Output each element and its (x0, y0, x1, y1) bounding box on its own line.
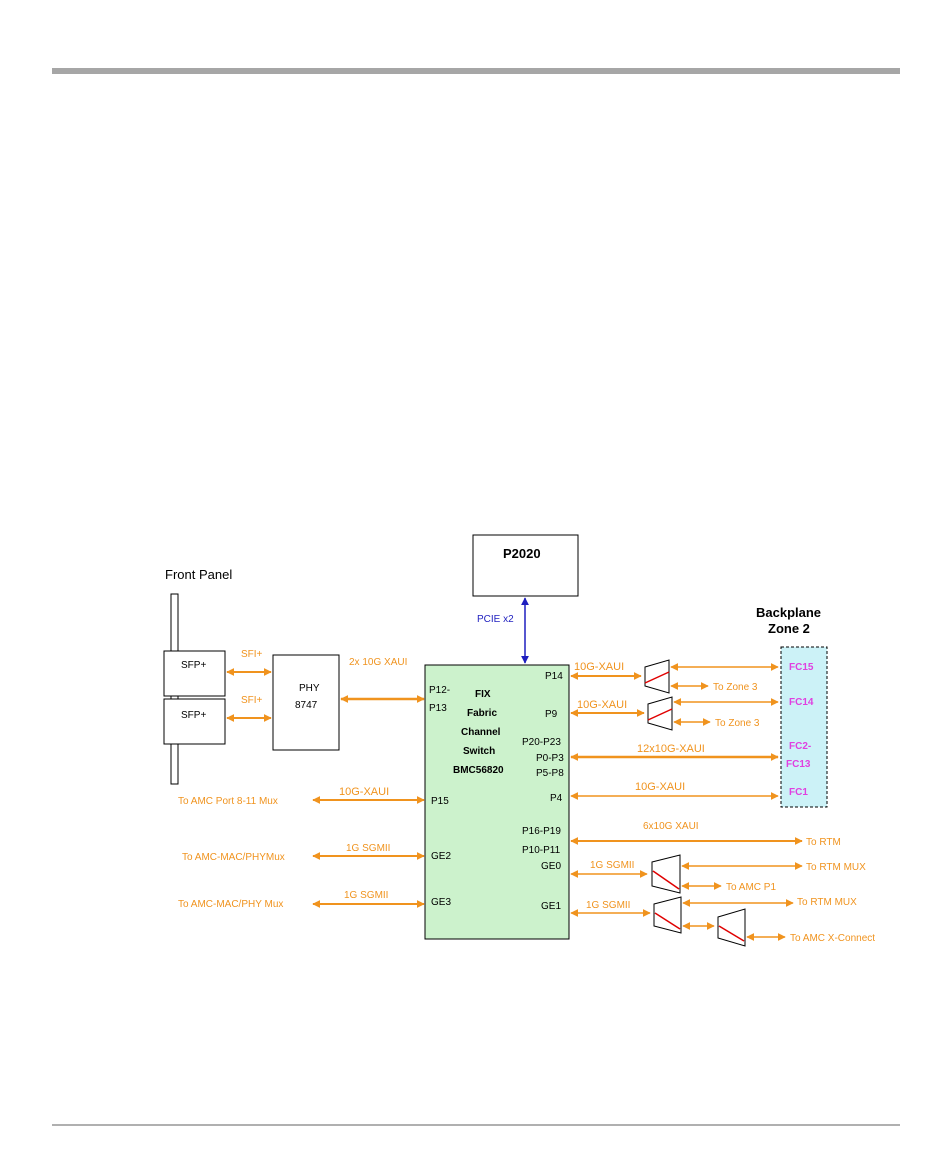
front-panel-label: Front Panel (165, 567, 232, 582)
p4-link-label: 10G-XAUI (635, 781, 685, 793)
port-ge2-label: GE2 (431, 851, 451, 862)
fc1-label: FC1 (789, 787, 808, 798)
fc14-label: FC14 (789, 697, 814, 708)
p2020-label: P2020 (503, 546, 541, 561)
ge1-mux (653, 896, 682, 934)
port-p5-label: P5-P8 (536, 768, 564, 779)
to-amc-p1-label: To AMC P1 (726, 882, 776, 893)
sfp-module-2-label: SFP+ (181, 710, 206, 721)
p9-link-label: 10G-XAUI (577, 699, 627, 711)
sfp-module-1 (163, 650, 226, 697)
ge0-link-label: 1G SGMII (590, 860, 634, 871)
phy-link-label: 2x 10G XAUI (349, 657, 407, 668)
port-p16-label: P16-P19 (522, 826, 561, 837)
port-ge3-label: GE3 (431, 897, 451, 908)
xconnect-mux (717, 908, 746, 947)
sfp-module-2 (163, 698, 226, 745)
to-zone3-label-a: To Zone 3 (713, 682, 758, 693)
p9-mux (647, 696, 673, 731)
backplane-label-line2: Zone 2 (768, 621, 810, 636)
port-p14-label: P14 (545, 671, 563, 682)
to-zone3-label-b: To Zone 3 (715, 718, 760, 729)
ge3-link-label: 1G SGMII (344, 890, 388, 901)
ge3-destination: To AMC-MAC/PHY Mux (178, 899, 283, 910)
fc15-label: FC15 (789, 662, 814, 673)
p14-link-label: 10G-XAUI (574, 661, 624, 673)
port-ge0-label: GE0 (541, 861, 561, 872)
to-rtm-mux-label-a: To RTM MUX (806, 862, 866, 873)
port-ge1-label: GE1 (541, 901, 561, 912)
ge1-link-label: 1G SGMII (586, 900, 630, 911)
phy-block (272, 654, 340, 751)
header-rule (52, 68, 900, 74)
sfp-module-1-label: SFP+ (181, 660, 206, 671)
p14-mux (644, 659, 670, 694)
switch-label-line5: BMC56820 (453, 765, 504, 776)
port-p12-label: P12- (429, 685, 450, 696)
ge0-mux (651, 854, 681, 894)
p15-destination: To AMC Port 8-11 Mux (178, 796, 278, 807)
to-rtm-mux-label-b: To RTM MUX (797, 897, 857, 908)
port-p9-label: P9 (545, 709, 558, 720)
port-p15-label: P15 (431, 796, 449, 807)
fc13-label: FC13 (786, 759, 811, 770)
port-p13-label: P13 (429, 703, 447, 714)
fabric-switch-block (424, 664, 570, 940)
switch-label-line3: Channel (461, 727, 501, 738)
port-p10-label: P10-P11 (522, 845, 561, 856)
switch-label-line1: FIX (475, 689, 491, 700)
p15-link-label: 10G-XAUI (339, 786, 389, 798)
sfi-link-1-label: SFI+ (241, 649, 263, 660)
port-p0-label: P0-P3 (536, 753, 564, 764)
pcie-label: PCIE x2 (477, 614, 514, 625)
p2020-block (472, 534, 579, 597)
ge2-destination: To AMC-MAC/PHYMux (182, 852, 285, 863)
to-amc-xconnect-label: To AMC X-Connect (790, 933, 875, 944)
p20-link-label: 12x10G-XAUI (637, 743, 705, 755)
phy-label-line1: PHY (299, 683, 320, 694)
p16-link-label: 6x10G XAUI (643, 821, 699, 832)
ge2-link-label: 1G SGMII (346, 843, 390, 854)
switch-label-line2: Fabric (467, 708, 497, 719)
to-rtm-label: To RTM (806, 837, 841, 848)
port-p20-label: P20-P23 (522, 737, 561, 748)
backplane-block (780, 646, 828, 808)
phy-label-line2: 8747 (295, 700, 318, 711)
sfi-link-2-label: SFI+ (241, 695, 263, 706)
port-p4-label: P4 (550, 793, 563, 804)
switch-label-line4: Switch (463, 746, 495, 757)
backplane-label-line1: Backplane (756, 605, 821, 620)
footer-rule (52, 1124, 900, 1126)
fc2-label: FC2- (789, 741, 811, 752)
